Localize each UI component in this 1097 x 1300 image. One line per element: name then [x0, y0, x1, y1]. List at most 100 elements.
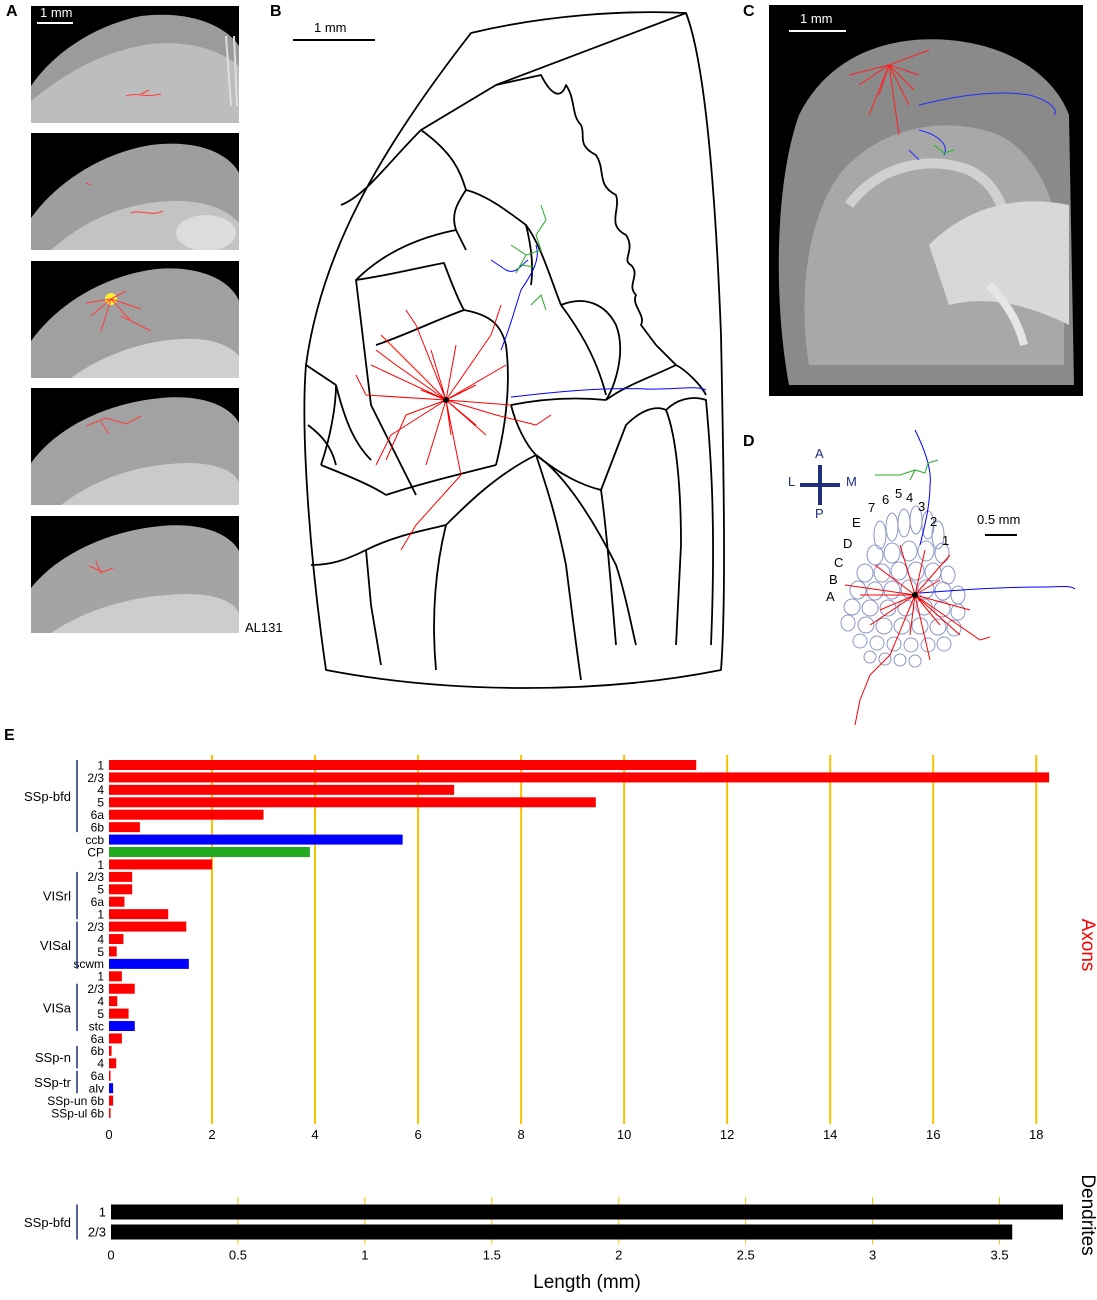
- panel-a-slice-4: [31, 388, 239, 505]
- bar-19: [109, 996, 118, 1007]
- bar-28: [109, 1108, 111, 1119]
- compass-posterior: P: [815, 506, 824, 521]
- panel-d-scale-bar: [985, 534, 1017, 536]
- tick-label-0: 0: [105, 1127, 112, 1142]
- panel-c-label: C: [743, 3, 755, 20]
- panel-a-slice-5: [31, 516, 239, 633]
- barrel-label-1: 1: [942, 533, 950, 548]
- bar-16: [109, 958, 189, 969]
- flatmap-cortex: [303, 11, 725, 689]
- bar-label-7: CP: [87, 845, 104, 859]
- tick-label-2: 1: [361, 1248, 368, 1263]
- barrel-label-5: 5: [895, 486, 903, 501]
- bar-label-9: 2/3: [87, 870, 104, 884]
- bar-label-3: 5: [97, 796, 104, 810]
- bar-label-19: 4: [97, 994, 104, 1008]
- tick-label-4: 8: [517, 1127, 524, 1142]
- barrel-label-C: C: [834, 555, 844, 570]
- panel-a-label: A: [6, 3, 18, 20]
- group-label-2: VISal: [40, 938, 71, 953]
- barrel-label-A: A: [826, 589, 835, 604]
- bar-label-26: alv: [89, 1082, 104, 1096]
- side-title: Dendrites: [1077, 1174, 1097, 1255]
- bar-label-4: 6a: [91, 808, 105, 822]
- panel-d-scale-label: 0.5 mm: [977, 512, 1021, 527]
- group-label-1: VISrl: [43, 889, 71, 904]
- bar-5: [109, 822, 140, 833]
- panel-a-scale-label: 1 mm: [40, 5, 73, 20]
- barrel-label-E: E: [852, 515, 861, 530]
- panel-c-scale-bar: [789, 30, 846, 32]
- barrel-label-6: 6: [882, 492, 890, 507]
- bar-22: [109, 1033, 122, 1044]
- bar-9: [109, 871, 133, 882]
- bar-17: [109, 971, 122, 982]
- bar-label-14: 4: [97, 932, 104, 946]
- bar-label-6: ccb: [85, 833, 104, 847]
- bar-label-27: SSp-un 6b: [47, 1094, 104, 1108]
- bar-label-12: 1: [97, 907, 104, 921]
- axon-length-chart: 12/3456a6bccbCP12/356a12/345scwm12/345st…: [24, 755, 1097, 1142]
- barrel-label-2: 2: [930, 514, 938, 529]
- bar-label-24: 4: [97, 1057, 104, 1071]
- x-axis-label: Length (mm): [533, 1272, 641, 1293]
- bar-2: [109, 784, 455, 795]
- bar-11: [109, 896, 125, 907]
- barrel-label-3: 3: [918, 499, 926, 514]
- tick-label-6: 12: [720, 1127, 734, 1142]
- bar-label-0: 1: [99, 1205, 106, 1220]
- barrel-label-4: 4: [906, 490, 914, 505]
- bar-15: [109, 946, 117, 957]
- panel-c-scale-label: 1 mm: [800, 11, 833, 26]
- bar-label-16: scwm: [73, 957, 104, 971]
- group-label-5: SSp-tr: [34, 1075, 72, 1090]
- bar-label-2: 4: [97, 783, 104, 797]
- tick-label-8: 16: [926, 1127, 940, 1142]
- bar-1: [109, 772, 1050, 783]
- bar-0: [109, 760, 697, 770]
- bar-label-10: 5: [97, 883, 104, 897]
- panel-a-scale-bar: [37, 22, 73, 24]
- panel-a-slice-2: [31, 133, 239, 250]
- barrel-label-B: B: [829, 572, 838, 587]
- tick-label-0: 0: [107, 1248, 114, 1263]
- bar-21: [109, 1021, 135, 1032]
- tick-label-6: 3: [869, 1248, 876, 1263]
- tick-label-1: 2: [208, 1127, 215, 1142]
- bar-26: [109, 1083, 114, 1094]
- bar-8: [109, 859, 213, 870]
- bar-23: [109, 1045, 112, 1056]
- panel-a-slice-1: [31, 6, 239, 123]
- bar-12: [109, 909, 169, 920]
- panel-a-slice-3: [31, 261, 239, 378]
- panel-e-label: E: [4, 727, 15, 744]
- bar-label-1: 2/3: [88, 1225, 106, 1240]
- tick-label-5: 10: [617, 1127, 631, 1142]
- bar-label-28: SSp-ul 6b: [51, 1106, 104, 1120]
- tick-label-7: 3.5: [990, 1248, 1008, 1263]
- bar-1: [111, 1224, 1013, 1240]
- bar-label-5: 6b: [91, 820, 105, 834]
- bar-24: [109, 1058, 117, 1069]
- cell-id-label: AL131: [245, 620, 283, 635]
- bar-label-13: 2/3: [87, 920, 104, 934]
- bar-label-25: 6a: [91, 1069, 105, 1083]
- coronal-section: [769, 5, 1083, 396]
- bar-14: [109, 934, 124, 945]
- bar-label-11: 6a: [91, 895, 105, 909]
- group-label-3: VISa: [43, 1000, 72, 1015]
- bar-13: [109, 921, 187, 932]
- bar-label-17: 1: [97, 970, 104, 984]
- group-label-0: SSp-bfd: [24, 789, 71, 804]
- tick-label-3: 6: [414, 1127, 421, 1142]
- tick-label-7: 14: [823, 1127, 837, 1142]
- bar-0: [111, 1204, 1063, 1220]
- bar-label-15: 5: [97, 945, 104, 959]
- barrel-field-map: [800, 429, 1076, 725]
- tick-label-2: 4: [311, 1127, 318, 1142]
- bar-3: [109, 797, 596, 808]
- tick-label-4: 2: [615, 1248, 622, 1263]
- bar-label-0: 1: [97, 758, 104, 772]
- compass-anterior: A: [815, 446, 824, 461]
